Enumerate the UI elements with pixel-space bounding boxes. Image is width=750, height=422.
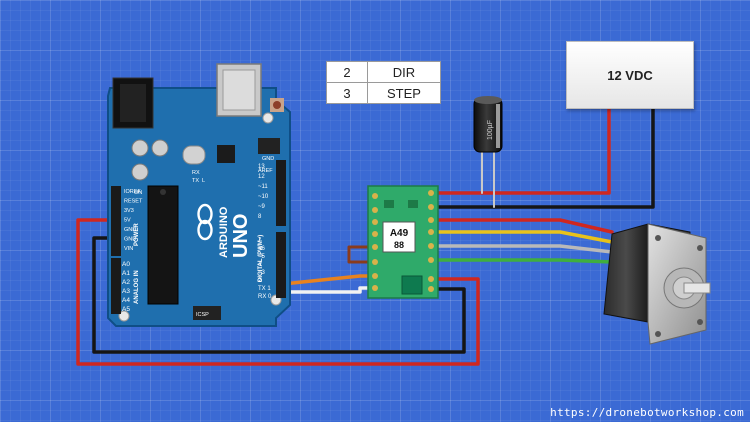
analog-pin-label: A2 bbox=[122, 279, 130, 286]
power-pin-labels: IOREF RESET 3V3 5V GND GND VIN bbox=[124, 189, 143, 252]
board-small-label: TX bbox=[192, 178, 199, 184]
wire-reset-sleep-jumper bbox=[347, 245, 382, 264]
atmega-chip bbox=[147, 185, 179, 305]
digital-pin-label: ~10 bbox=[258, 194, 269, 200]
power-pin-label: GND bbox=[124, 227, 136, 233]
digital-pin-label: RX 0 bbox=[258, 294, 272, 300]
pin-number: 2 bbox=[326, 61, 368, 83]
wires bbox=[76, 105, 655, 366]
wire-step-orange bbox=[281, 274, 374, 286]
driver-pins-right bbox=[428, 190, 434, 292]
analog-header-label: ANALOG IN bbox=[134, 270, 140, 304]
analog-pin-label: A1 bbox=[122, 270, 130, 277]
driver-board bbox=[367, 185, 439, 299]
arduino-brand-text: ARDUINO bbox=[218, 206, 230, 258]
board-small-labels: AREF GND ON TX RXL ICSP bbox=[134, 156, 274, 318]
driver-pins-left bbox=[372, 193, 378, 291]
board-small-label: RX bbox=[192, 170, 200, 176]
power-supply-box: 12 VDC bbox=[566, 41, 694, 109]
digital-header-high bbox=[276, 160, 286, 226]
digital-header-low bbox=[276, 232, 286, 298]
wire-dir-white bbox=[281, 286, 374, 294]
analog-header bbox=[111, 258, 121, 314]
pin-number: 3 bbox=[326, 82, 368, 104]
watermark-url: https://dronebotworkshop.com bbox=[550, 406, 744, 419]
power-pin-label: RESET bbox=[124, 199, 143, 205]
power-pin-label: GND bbox=[124, 237, 136, 243]
pin-table: 2 DIR 3 STEP bbox=[326, 61, 441, 104]
digital-pin-label: ~5 bbox=[258, 254, 266, 260]
current-pot bbox=[401, 275, 423, 295]
power-header-label: POWER bbox=[134, 223, 140, 246]
power-pin-label: VIN bbox=[124, 246, 133, 252]
wire-coil-gray bbox=[436, 244, 614, 254]
icsp-header-top bbox=[258, 138, 280, 154]
digital-pin-label: 13 bbox=[258, 164, 265, 170]
electrolytic-capacitor bbox=[473, 96, 503, 153]
digital-header-label: DIGITAL (PWM~) bbox=[258, 235, 264, 282]
board-small-label: AREF bbox=[258, 168, 273, 174]
digital-pin-label: ~11 bbox=[258, 184, 268, 190]
digital-pin-label: 2 bbox=[258, 278, 262, 284]
motor-body bbox=[603, 223, 649, 323]
motor-shaft bbox=[683, 282, 711, 294]
power-supply-label: 12 VDC bbox=[607, 67, 653, 83]
pin-table-row: 2 DIR bbox=[326, 61, 441, 83]
pin-table-row: 3 STEP bbox=[326, 82, 441, 104]
driver-chip bbox=[382, 221, 416, 253]
board-small-label: ICSP bbox=[196, 312, 209, 318]
usb-chip bbox=[217, 145, 235, 163]
digital-pin-label: 12 bbox=[258, 174, 265, 180]
board-small-label: L bbox=[202, 178, 205, 184]
digital-pin-label: 8 bbox=[258, 214, 262, 220]
stepper-motor bbox=[603, 223, 711, 345]
wire-coil-yellow bbox=[436, 230, 614, 244]
digital-pin-label: ~9 bbox=[258, 204, 266, 210]
wire-coil-green bbox=[436, 258, 614, 264]
analog-pin-label: A3 bbox=[122, 288, 130, 295]
arduino-logo-icon bbox=[197, 203, 213, 241]
board-small-label: GND bbox=[262, 156, 274, 162]
digital-pin-label: TX 1 bbox=[258, 286, 271, 292]
power-pin-label: 3V3 bbox=[124, 208, 134, 214]
crystal bbox=[182, 145, 206, 165]
arduino-labels: ARDUINO UNO POWER ANALOG IN DIGITAL (PWM… bbox=[134, 206, 264, 304]
wire-gnd-black bbox=[92, 236, 466, 354]
pin-signal: DIR bbox=[367, 61, 441, 83]
driver-chip-text-1: A49 bbox=[390, 228, 409, 239]
mounting-hole bbox=[118, 310, 130, 322]
arduino-board bbox=[107, 63, 291, 327]
digital-pin-label: 4 bbox=[258, 262, 262, 268]
analog-pin-label: A4 bbox=[122, 297, 130, 304]
pin-signal: STEP bbox=[367, 82, 441, 104]
wire-vmot-red bbox=[436, 105, 611, 195]
mounting-hole bbox=[262, 112, 274, 124]
wire-coil-red bbox=[436, 218, 614, 234]
power-pin-label: IOREF bbox=[124, 189, 141, 195]
driver-chip-text-2: 88 bbox=[394, 240, 404, 250]
power-pin-label: 5V bbox=[124, 218, 131, 224]
digital-pin-labels: 13 12 ~11 ~10 ~9 8 7 ~6 ~5 4 ~3 2 TX 1 RX 0 bbox=[258, 164, 272, 300]
arduino-model-text: UNO bbox=[230, 214, 252, 258]
digital-pin-label: ~3 bbox=[258, 270, 266, 276]
board-small-label: ON bbox=[134, 190, 142, 196]
wire-vmot-gnd-black bbox=[436, 105, 655, 209]
capacitor-label: 100µF bbox=[487, 120, 494, 140]
power-header bbox=[111, 186, 121, 256]
icsp-header-bottom bbox=[193, 306, 221, 320]
wire-5v-red bbox=[76, 218, 480, 366]
digital-pin-label: ~6 bbox=[258, 246, 266, 252]
digital-pin-label: 7 bbox=[258, 238, 262, 244]
analog-pin-label: A0 bbox=[122, 261, 130, 268]
analog-pin-label: A5 bbox=[122, 306, 130, 313]
